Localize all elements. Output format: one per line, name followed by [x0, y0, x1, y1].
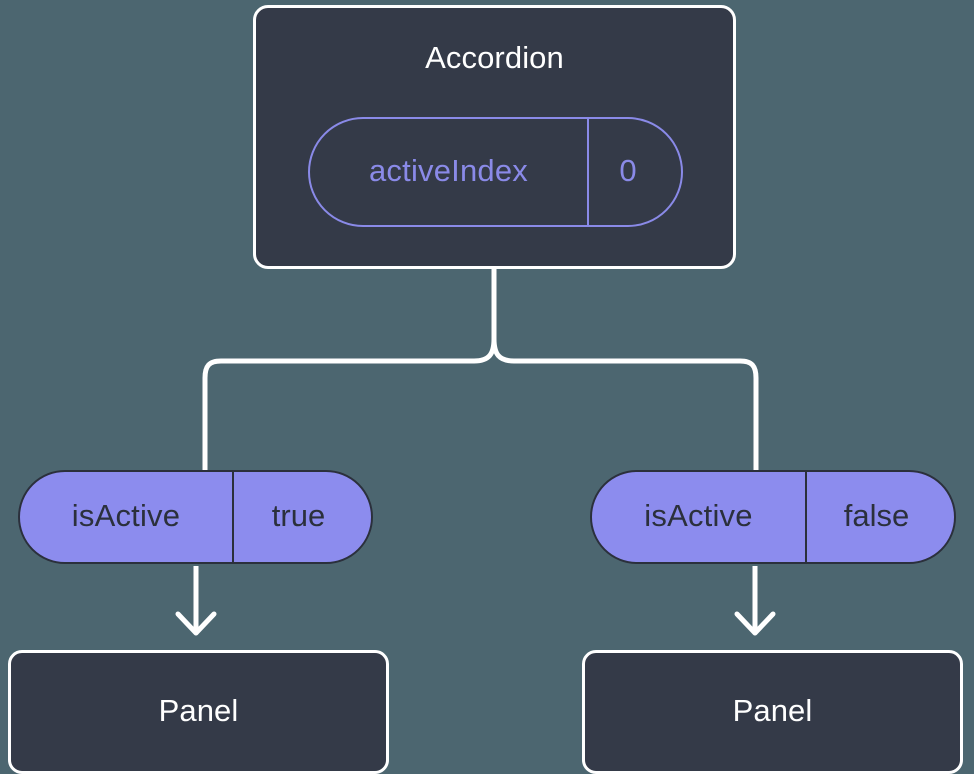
prop-badge-isactive-true-divider — [232, 472, 234, 562]
node-accordion-title: Accordion — [425, 40, 564, 75]
node-panel-right[interactable]: Panel — [582, 650, 963, 774]
prop-badge-isactive-false[interactable]: isActive false — [590, 470, 956, 564]
prop-badge-isactive-true[interactable]: isActive true — [18, 470, 373, 564]
prop-badge-isactive-true-key: isActive — [71, 498, 181, 533]
arrow-head-right-icon — [734, 611, 776, 636]
prop-badge-isactive-false-divider — [805, 472, 807, 562]
state-badge-activeindex-key: activeIndex — [368, 153, 529, 188]
prop-badge-isactive-false-key: isActive — [644, 498, 753, 533]
node-panel-right-title: Panel — [732, 692, 813, 728]
state-badge-activeindex-value: 0 — [619, 153, 637, 188]
state-badge-activeindex[interactable]: activeIndex 0 — [308, 117, 683, 227]
prop-badge-isactive-false-value: false — [843, 498, 910, 533]
prop-badge-isactive-true-value: true — [271, 498, 326, 533]
node-panel-left-title: Panel — [158, 692, 239, 728]
connector-fork-right — [491, 336, 759, 473]
node-panel-left[interactable]: Panel — [8, 650, 389, 774]
state-badge-activeindex-divider — [587, 119, 589, 225]
connector-fork-left — [202, 336, 497, 473]
arrow-head-left-icon — [175, 611, 217, 636]
